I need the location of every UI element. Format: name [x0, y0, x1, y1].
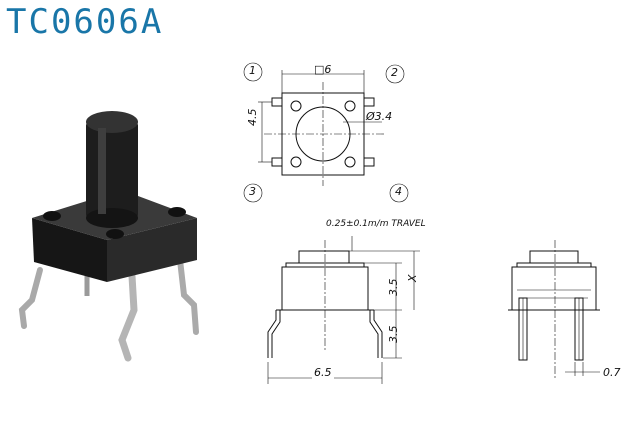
label-lead-width-0-7: 0.7: [603, 366, 621, 379]
label-hole-diameter: Ø3.4: [366, 110, 393, 123]
side-view: [508, 240, 600, 380]
label-pitch-4-5: 4.5: [246, 108, 259, 127]
label-x: X: [406, 274, 419, 282]
label-width-6-5: 6.5: [312, 366, 334, 379]
front-view: [267, 236, 420, 384]
label-side-6: □6: [314, 63, 332, 76]
pin-label-1: 1: [249, 64, 256, 77]
product-photo: [18, 111, 199, 362]
pin-label-3: 3: [249, 185, 256, 198]
label-lead-3-5: 3.5: [387, 325, 400, 344]
label-height-3-5: 3.5: [387, 278, 400, 297]
pin-label-2: 2: [391, 66, 398, 79]
product-title: TC0606A: [6, 2, 164, 42]
top-view: [243, 62, 409, 203]
label-travel: 0.25±0.1m/m TRAVEL: [326, 219, 426, 229]
pin-label-4: 4: [395, 185, 402, 198]
